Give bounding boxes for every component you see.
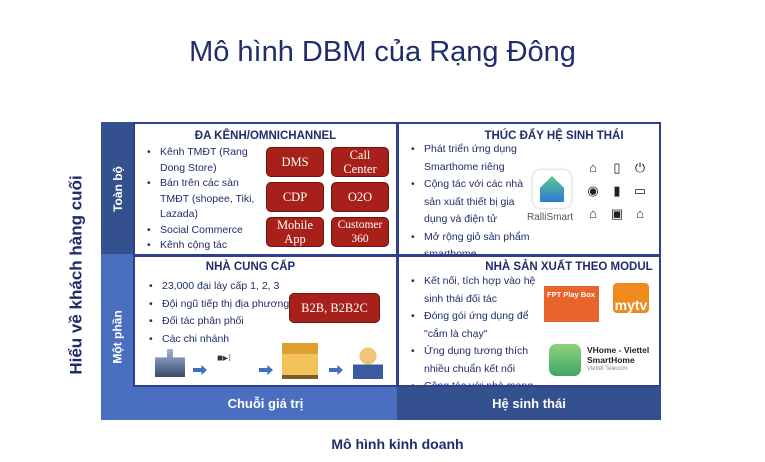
smart-lock-icon: ▯ [613, 160, 621, 175]
list-item: Kênh cộng tác [145, 238, 263, 254]
x-axis-label: Mô hình kinh doanh [331, 436, 464, 452]
quadrant-title: ĐA KÊNH/OMNICHANNEL [194, 130, 337, 142]
eco-home-icon: ⌂ [636, 206, 644, 221]
list-item: Đối tác phân phối [147, 313, 297, 331]
list-item: Đóng gói ứng dụng để "cắm là chạy" [409, 308, 544, 343]
factory-icon [155, 349, 185, 377]
rallismart-logo-text: RalliSmart [527, 212, 574, 223]
list-item: Các chi nhánh [147, 331, 297, 349]
arrow-icon [329, 365, 343, 375]
o2o-box: O2O [331, 182, 389, 212]
vhome-app-name: VHome - Viettel SmartHome [587, 345, 650, 365]
mobile-app-box: Mobile App [266, 217, 324, 247]
list-item: Kênh TMĐT (Rang Dong Store) [145, 145, 263, 176]
row-label-toan-bo: Toàn bộ [101, 122, 134, 255]
quadrant-ecosystem: THÚC ĐẨY HỆ SINH THÁI Phát triển ứng dụn… [397, 122, 661, 256]
fpt-play-box-logo: FPT Play Box [544, 286, 599, 322]
list-item: Bán trên các sàn TMĐT (shopee, Tiki, Laz… [145, 176, 263, 223]
cdp-box: CDP [266, 182, 324, 212]
customer-360-box: Customer 360 [331, 217, 389, 247]
call-center-box: Call Center [331, 147, 389, 177]
y-axis-label: Hiểu về khách hàng cuối [67, 175, 87, 375]
vhome-app-icon [549, 344, 581, 376]
quadrant-supplier: NHÀ CUNG CẤP 23,000 đại láy cấp 1, 2, 3 … [133, 255, 398, 387]
phone-signal-icon: ▣ [610, 206, 624, 221]
row-label-mot-phan: Một phần [101, 254, 134, 420]
list-item: Đội ngũ tiếp thị địa phương [147, 296, 297, 314]
laptop-icon: ▭ [633, 183, 647, 198]
dms-box: DMS [266, 147, 324, 177]
list-item: 23,000 đại láy cấp 1, 2, 3 [147, 278, 297, 296]
rallismart-app-icon [533, 170, 571, 208]
column-label-he-sinh-thai: Hệ sinh thái [397, 386, 661, 420]
b2b-box: B2B, B2B2C [289, 293, 380, 323]
list-item: Mở rộng giỏ sản phẩm smarthome [409, 229, 534, 255]
power-icon: ⏻ [634, 160, 646, 175]
mytv-logo: mytv [613, 283, 649, 313]
battery-icon: ▮ [613, 183, 621, 198]
bullet-list: 23,000 đại láy cấp 1, 2, 3 Đội ngũ tiếp … [147, 278, 297, 348]
quadrant-title: NHÀ CUNG CẤP [205, 261, 296, 273]
list-item: Cộng tác với nhà mạng [409, 378, 544, 385]
list-item: Phát triển ứng dụng Smarthome riêng [409, 141, 534, 176]
smart-home-wifi-icon: ⌂ [589, 160, 597, 175]
list-item: Ứng dụng tương thích nhiều chuẩn kết nối [409, 343, 544, 378]
bullet-list: Phát triển ứng dụng Smarthome riêng Cộng… [409, 141, 534, 255]
quadrant-title: NHÀ SẢN XUẤT THEO MODUL [485, 261, 653, 273]
home-camera-icon: ⌂ [589, 206, 597, 221]
list-item: Cộng tác với các nhà sản xuất thiết bị g… [409, 176, 534, 229]
list-item: Social Commerce [145, 223, 263, 239]
arrow-icon [259, 365, 273, 375]
quadrant-omnichannel: ĐA KÊNH/OMNICHANNEL Kênh TMĐT (Rang Dong… [133, 122, 398, 256]
column-label-chuoi-gia-tri: Chuỗi giá trị [133, 386, 398, 420]
bullet-list: Kết nối, tích hợp vào hệ sinh thái đối t… [409, 273, 544, 385]
arrow-icon [193, 365, 207, 375]
camera-icon: ◉ [587, 183, 599, 198]
slide-title: Mô hình DBM của Rạng Đông [189, 36, 576, 68]
store-icon [282, 343, 318, 379]
bullet-list: Kênh TMĐT (Rang Dong Store) Bán trên các… [145, 145, 263, 254]
vhome-publisher: Viettel Telecom [587, 366, 628, 372]
customer-icon [353, 347, 383, 379]
quadrant-title: THÚC ĐẨY HỆ SINH THÁI [484, 130, 624, 142]
quadrant-modular-manufacturer: NHÀ SẢN XUẤT THEO MODUL Kết nối, tích hợ… [397, 255, 661, 387]
list-item: Kết nối, tích hợp vào hệ sinh thái đối t… [409, 273, 544, 308]
distribution-icon: ■▸⁝ [217, 353, 232, 364]
